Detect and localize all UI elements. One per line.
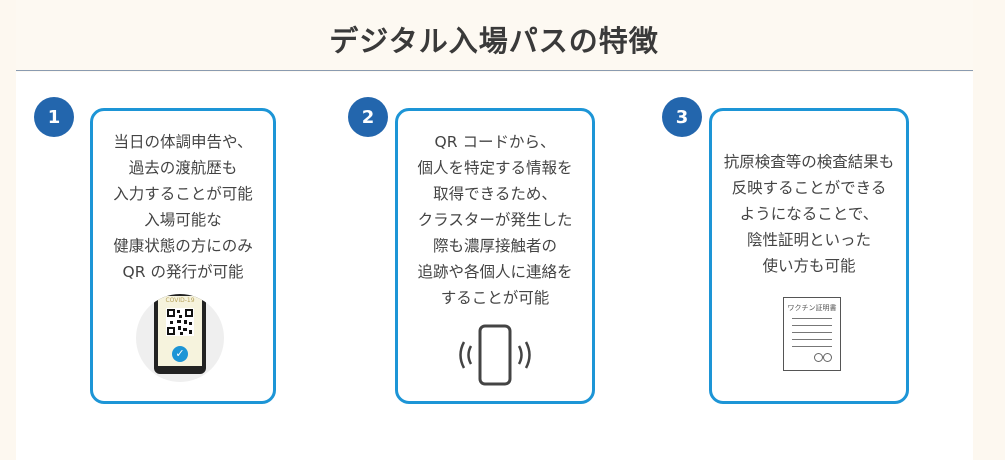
feature-card-2: QR コードから、 個人を特定する情報を 取得できるため、 クラスターが発生した… (395, 108, 595, 404)
check-icon: ✓ (172, 346, 188, 362)
feature-line: 追跡や各個人に連絡を (417, 263, 573, 281)
feature-line: 抗原検査等の検査結果も (723, 153, 895, 171)
feature-card-3: 抗原検査等の検査結果も 反映することができる ようになることで、 陰性証明といっ… (709, 108, 909, 404)
feature-number-badge: 3 (662, 97, 702, 137)
page-title: デジタル入場パスの特徴 (329, 24, 659, 58)
feature-description: 抗原検査等の検査結果も 反映することができる ようになることで、 陰性証明といっ… (712, 149, 906, 279)
feature-line: QR コードから、 (434, 133, 556, 151)
feature-number-badge: 2 (348, 97, 388, 137)
feature-line: 取得できるため、 (433, 185, 557, 203)
feature-line: QR の発行が可能 (122, 263, 244, 281)
qr-code-icon (166, 308, 194, 336)
feature-line: 健康状態の方にのみ (113, 237, 253, 255)
feature-line: 入場可能な (144, 211, 222, 229)
feature-line: 使い方も可能 (762, 257, 856, 275)
feature-line: クラスターが発生した (417, 211, 573, 229)
feature-description: 当日の体調申告や、 過去の渡航歴も 入力することが可能 入場可能な 健康状態の方… (93, 129, 273, 285)
feature-line: 当日の体調申告や、 (113, 133, 253, 151)
phone-qr-check-icon: COVID-19 ✓ (136, 294, 224, 382)
illustration-label: COVID-19 (165, 297, 195, 304)
feature-line: 反映することができる (731, 179, 887, 197)
feature-line: 入力することが可能 (113, 185, 253, 203)
feature-card-1: 当日の体調申告や、 過去の渡航歴も 入力することが可能 入場可能な 健康状態の方… (90, 108, 276, 404)
vibrating-phone-icon (459, 324, 531, 386)
feature-line: 過去の渡航歴も (128, 159, 238, 177)
feature-line: 個人を特定する情報を (417, 159, 573, 177)
illustration-label: ワクチン証明書 (787, 304, 837, 312)
feature-line: 際も濃厚接触者の (432, 237, 557, 255)
feature-line: 陰性証明といった (746, 231, 871, 249)
feature-line: ようになることで、 (739, 205, 879, 223)
divider (16, 70, 973, 71)
certificate-document-icon: ワクチン証明書 (783, 297, 841, 371)
feature-line: することが可能 (440, 289, 550, 307)
feature-description: QR コードから、 個人を特定する情報を 取得できるため、 クラスターが発生した… (398, 129, 592, 311)
feature-number-badge: 1 (34, 97, 74, 137)
